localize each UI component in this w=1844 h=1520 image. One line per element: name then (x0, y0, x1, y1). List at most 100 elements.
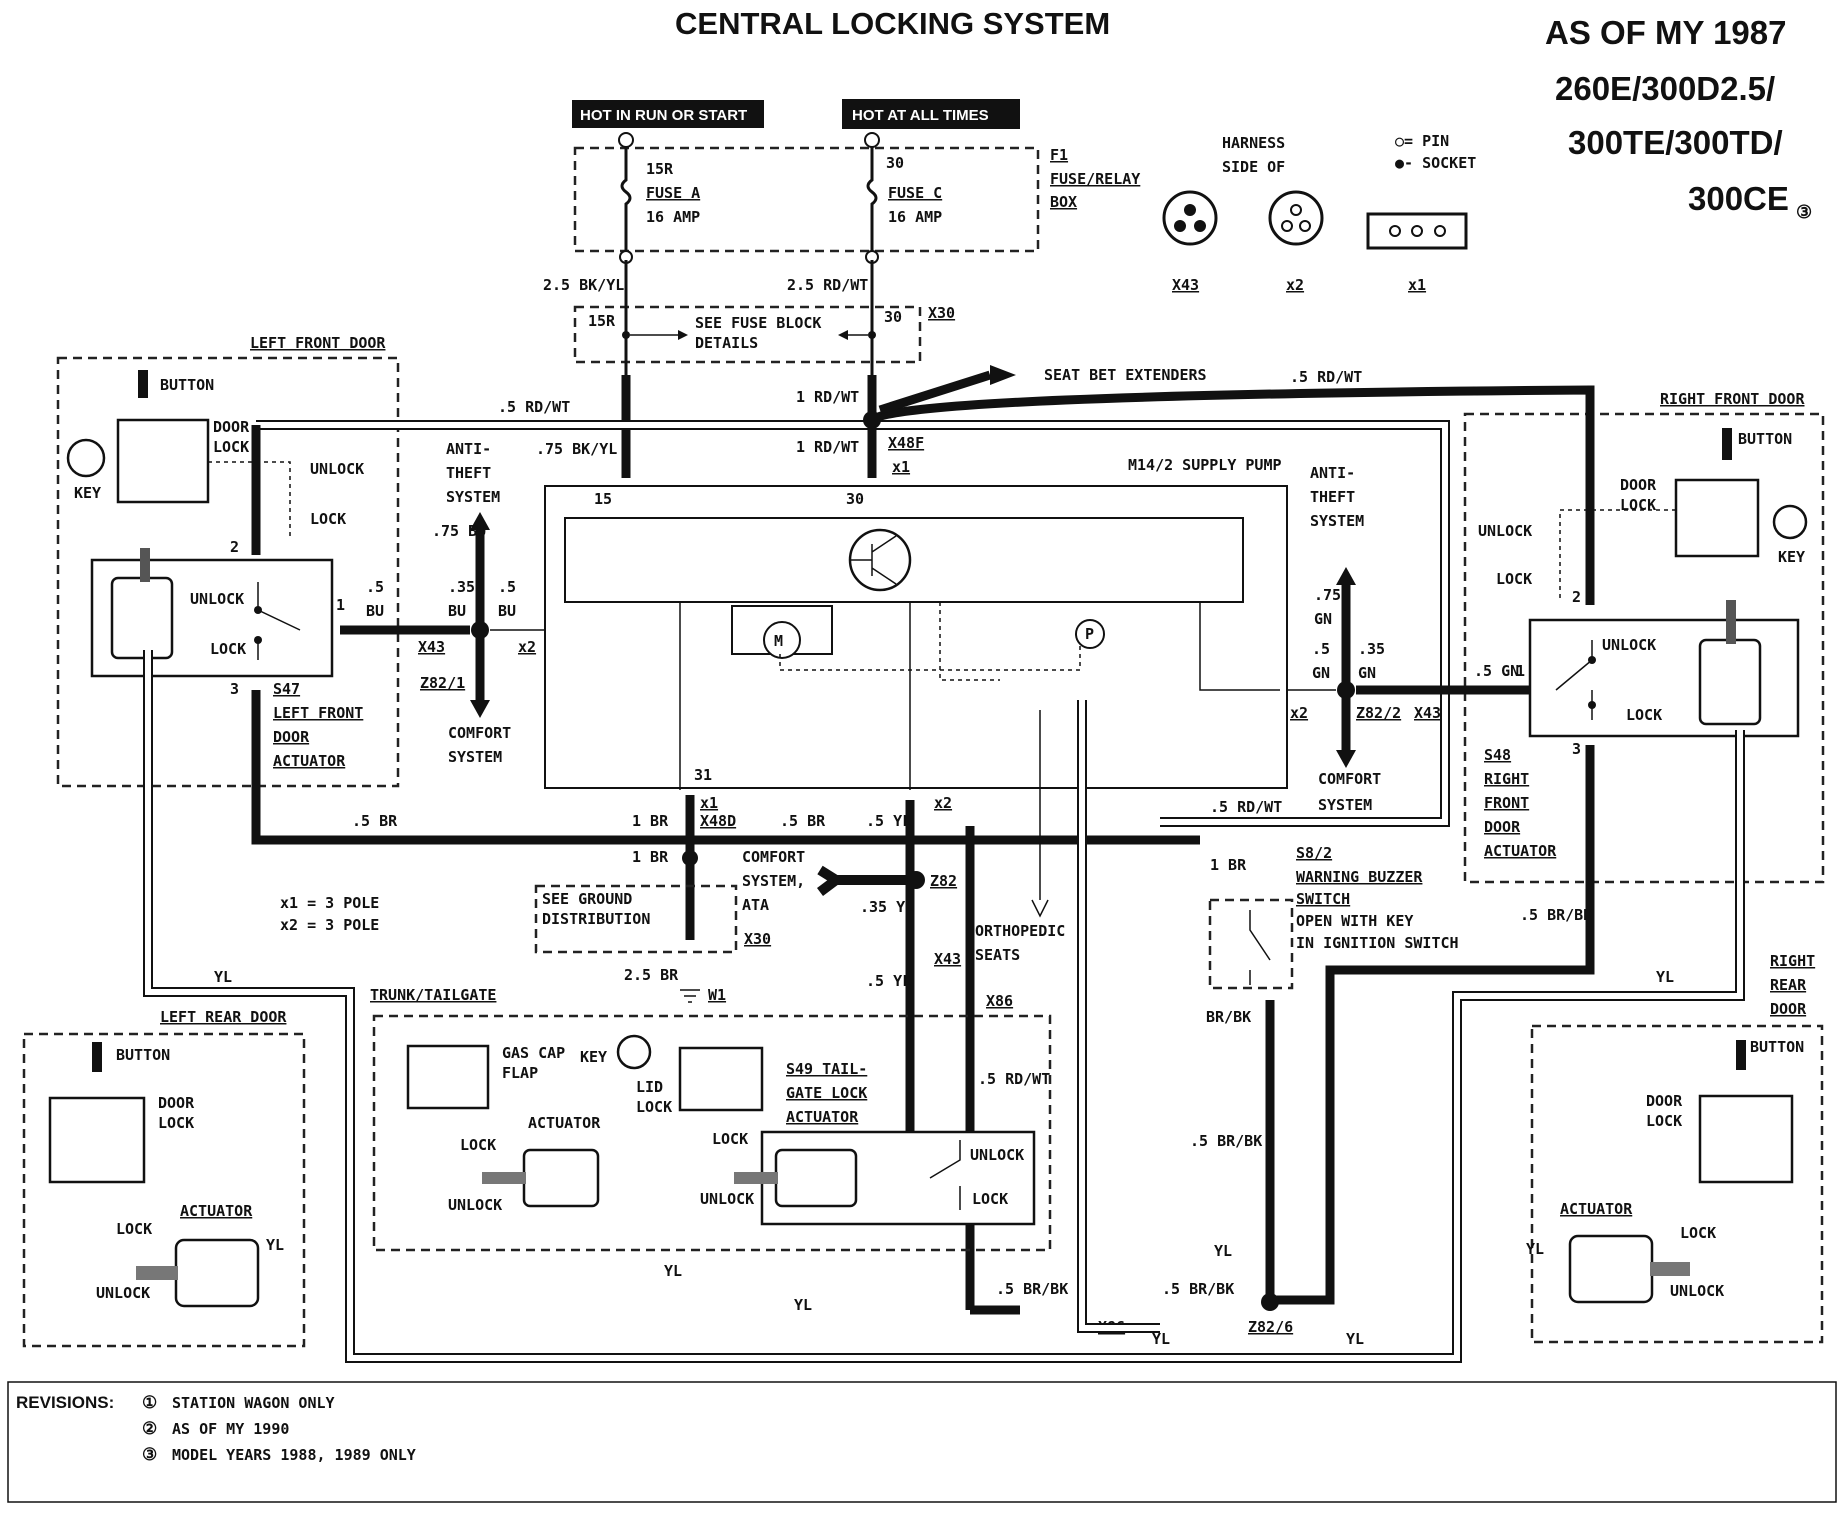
wire-seat-belt (878, 370, 992, 415)
right-rear-door-outline (1530, 1024, 1824, 1344)
rf-button-icon (1722, 428, 1732, 460)
z82-2-up-arrow (1336, 567, 1356, 585)
yl-trunk-c: YL (1214, 1242, 1232, 1260)
x30-30: 30 (884, 308, 902, 326)
x30-connector-outline (573, 305, 922, 364)
s49-actuator-rod (734, 1172, 778, 1184)
gas-cap-lock (406, 1044, 490, 1110)
gas-lock-hint: LOCK (460, 1136, 496, 1154)
buzzer-br: 1 BR (1210, 856, 1247, 874)
lr-button-icon (92, 1042, 102, 1072)
rr-lock-label: LOCK (1646, 1112, 1682, 1130)
bu-05-b: .5 (498, 578, 516, 596)
lf-button-label: BUTTON (160, 376, 214, 394)
wire-a-label: 2.5 BK/YL (543, 276, 624, 294)
fuse-a-wire (620, 147, 632, 260)
harness-pin-legend: ○= PIN (1395, 132, 1449, 150)
z82-label: Z82 (930, 872, 957, 890)
fuse-a-label: FUSE A (646, 184, 700, 202)
diagram-title: CENTRAL LOCKING SYSTEM (675, 6, 1110, 41)
x1-pin-2 (1411, 225, 1423, 237)
lr-lock-label: LOCK (158, 1114, 194, 1132)
br-1-a: 1 BR (632, 812, 669, 830)
lr-door-lock (48, 1096, 146, 1184)
br-05-a: .5 BR (352, 812, 398, 830)
s49-switch-unlock: UNLOCK (970, 1146, 1024, 1164)
rr-yl: YL (1526, 1240, 1544, 1258)
fuse-c-pin (864, 132, 880, 148)
s49-1: S49 TAIL- (786, 1060, 867, 1078)
ground-x30: X30 (744, 930, 771, 948)
bu-035: .35 (448, 578, 475, 596)
lid-1: LID (636, 1078, 663, 1096)
pump-pin-31: 31 (694, 766, 712, 784)
brbk-05-c: .5 BR/BK (996, 1280, 1068, 1298)
x86-a: X86 (986, 992, 1013, 1010)
z82-2-label: Z82/2 (1356, 704, 1401, 722)
lf-actuator-rod (140, 548, 150, 582)
wire-c-label: 2.5 RD/WT (787, 276, 868, 294)
rdwt-1-a: 1 RD/WT (796, 388, 859, 406)
bkyl-075: .75 BK/YL (536, 440, 617, 458)
s49-3: ACTUATOR (786, 1108, 859, 1126)
x48d-splice (682, 850, 698, 866)
rf-switch-lock: LOCK (1626, 706, 1662, 724)
lf-key-label: KEY (74, 484, 101, 502)
revisions-title: REVISIONS: (16, 1393, 114, 1412)
rdwt-05-right: .5 RD/WT (1290, 368, 1362, 386)
x1-pin-3 (1389, 225, 1401, 237)
rf-door-lock (1674, 478, 1760, 558)
gas-cap-1: GAS CAP (502, 1044, 565, 1062)
rr-lock-hint: LOCK (1680, 1224, 1716, 1242)
s47-id: S47 (273, 680, 300, 698)
revision-2-num: ② (142, 1419, 157, 1438)
s48-line-2: FRONT (1484, 794, 1529, 812)
z82-6-label: Z82/6 (1248, 1318, 1293, 1336)
revisions-box (7, 1381, 1837, 1503)
s48-id: S48 (1484, 746, 1511, 764)
lr-actuator-label: ACTUATOR (180, 1202, 253, 1220)
fuse-a-terminal: 15R (646, 160, 674, 178)
pump-motor-symbol: M (774, 632, 783, 650)
lf-anti-3: SYSTEM (446, 488, 500, 506)
model-line-1: AS OF MY 1987 (1545, 14, 1787, 51)
s47-line-2: DOOR (273, 728, 310, 746)
s48-line-1: RIGHT (1484, 770, 1529, 788)
lid-lock (678, 1046, 764, 1112)
lf-pin-2: 2 (230, 538, 239, 556)
buzzer-3: OPEN WITH KEY (1296, 912, 1413, 930)
wire-yl-ring-inner (145, 650, 1743, 1361)
bu-label-a: BU (448, 602, 466, 620)
s49-unlock-hint: UNLOCK (700, 1190, 754, 1208)
lr-actuator-body (174, 1238, 260, 1308)
right-rear-title-1: RIGHT (1770, 952, 1815, 970)
rf-actuator-rod (1726, 600, 1736, 644)
yl-05-b: .5 YL (866, 972, 911, 990)
buzzer-1: WARNING BUZZER (1296, 868, 1423, 886)
f1-id: F1 (1050, 146, 1068, 164)
fuse-block-arrowhead-a (678, 330, 688, 340)
revision-1: STATION WAGON ONLY (172, 1394, 335, 1412)
seat-belt-arrowhead (990, 365, 1016, 385)
x2-harness-connector (1268, 190, 1324, 246)
bu-label-b: BU (498, 602, 516, 620)
x48f-label: X48F (888, 434, 924, 452)
left-rear-door-title: LEFT REAR DOOR (160, 1008, 287, 1026)
w1-label: W1 (708, 986, 726, 1004)
lf-pin-3: 3 (230, 680, 239, 698)
pump-pin-15: 15 (594, 490, 612, 508)
x43-socket-3 (1194, 220, 1206, 232)
harness-x43-label: X43 (1172, 276, 1199, 294)
brbk-05-d: .5 BR/BK (1162, 1280, 1234, 1298)
brbk-05-b: .5 BR/BK (1520, 906, 1592, 924)
bu-075: .75 BU (432, 522, 486, 540)
x30-15r: 15R (588, 312, 616, 330)
pump-internal-wiring (679, 602, 1280, 790)
right-front-door-title: RIGHT FRONT DOOR (1660, 390, 1805, 408)
lr-yl: YL (266, 1236, 284, 1254)
rf-comfort-1: COMFORT (1318, 770, 1381, 788)
s47-line-1: LEFT FRONT (273, 704, 363, 722)
x1-pin-1 (1434, 225, 1446, 237)
gas-unlock-hint: UNLOCK (448, 1196, 502, 1214)
fuse-block-arrowhead-c (838, 330, 848, 340)
